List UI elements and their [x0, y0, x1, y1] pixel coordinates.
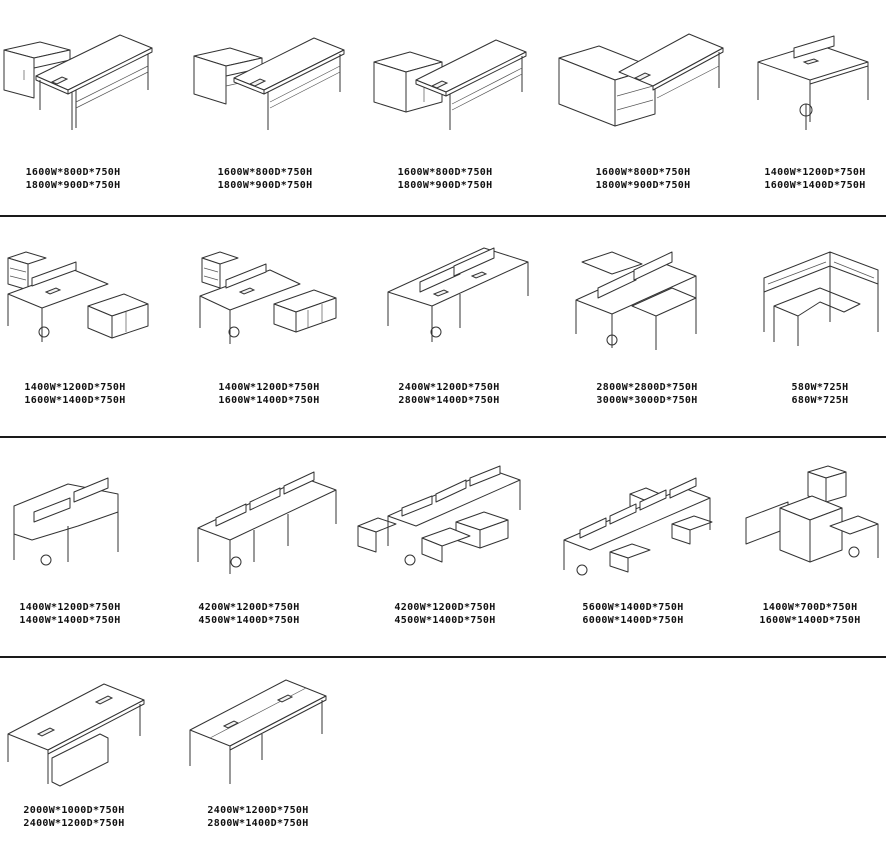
- size-primary: 4200W*1200D*750H: [394, 602, 496, 613]
- size-primary: 1400W*1200D*750H: [218, 382, 320, 393]
- size-primary: 5600W*1400D*750H: [582, 602, 684, 613]
- dimension-label: 1600W*800D*750H 1800W*900D*750H: [558, 166, 728, 192]
- dimension-label: 1600W*800D*750H 1800W*900D*750H: [360, 166, 530, 192]
- size-primary: 4200W*1200D*750H: [198, 602, 300, 613]
- dimension-label: 2800W*2800D*750H 3000W*3000D*750H: [562, 381, 732, 407]
- size-secondary: 2400W*1200D*750H: [23, 818, 125, 829]
- desk-illustration: [190, 30, 360, 135]
- size-secondary: 4500W*1400D*750H: [198, 615, 300, 626]
- dimension-label: 580W*725H 680W*725H: [735, 381, 886, 407]
- size-primary: 2400W*1200D*750H: [207, 805, 309, 816]
- size-primary: 2800W*2800D*750H: [596, 382, 698, 393]
- size-primary: 2400W*1200D*750H: [398, 382, 500, 393]
- desk-illustration: [352, 462, 522, 572]
- size-primary: 1400W*700D*750H: [762, 602, 858, 613]
- size-secondary: 1800W*900D*750H: [397, 180, 493, 191]
- dimension-label: 1600W*800D*750H 1800W*900D*750H: [180, 166, 350, 192]
- dimension-label: 1400W*700D*750H 1600W*1400D*750H: [725, 601, 886, 627]
- dimension-label: 1400W*1200D*750H 1600W*1400D*750H: [730, 166, 886, 192]
- size-primary: 2000W*1000D*750H: [23, 805, 125, 816]
- row-divider: [0, 436, 886, 438]
- size-secondary: 1600W*1400D*750H: [764, 180, 866, 191]
- size-secondary: 1600W*1400D*750H: [24, 395, 126, 406]
- size-primary: 1400W*1200D*750H: [764, 167, 866, 178]
- desk-illustration: [8, 464, 178, 574]
- dimension-label: 2400W*1200D*750H 2800W*1400D*750H: [173, 804, 343, 830]
- desk-illustration: [560, 470, 730, 580]
- size-secondary: 6000W*1400D*750H: [582, 615, 684, 626]
- size-secondary: 4500W*1400D*750H: [394, 615, 496, 626]
- dimension-label: 4200W*1200D*750H 4500W*1400D*750H: [360, 601, 530, 627]
- size-secondary: 2800W*1400D*750H: [398, 395, 500, 406]
- dimension-label: 5600W*1400D*750H 6000W*1400D*750H: [548, 601, 718, 627]
- desk-illustration: [4, 680, 174, 790]
- size-secondary: 3000W*3000D*750H: [596, 395, 698, 406]
- dimension-label: 2000W*1000D*750H 2400W*1200D*750H: [0, 804, 159, 830]
- row-divider: [0, 656, 886, 658]
- desk-illustration: [555, 30, 725, 135]
- desk-illustration: [384, 236, 554, 346]
- size-secondary: 1800W*900D*750H: [217, 180, 313, 191]
- size-primary: 1400W*1200D*750H: [19, 602, 121, 613]
- dimension-label: 1600W*800D*750H 1800W*900D*750H: [0, 166, 158, 192]
- desk-illustration: [760, 242, 886, 352]
- size-primary: 1600W*800D*750H: [25, 167, 121, 178]
- dimension-label: 4200W*1200D*750H 4500W*1400D*750H: [164, 601, 334, 627]
- dimension-label: 1400W*1200D*750H 1600W*1400D*750H: [184, 381, 354, 407]
- size-secondary: 2800W*1400D*750H: [207, 818, 309, 829]
- size-primary: 1600W*800D*750H: [217, 167, 313, 178]
- desk-illustration: [4, 246, 174, 356]
- size-secondary: 1600W*1400D*750H: [218, 395, 320, 406]
- size-secondary: 1800W*900D*750H: [595, 180, 691, 191]
- size-secondary: 680W*725H: [791, 395, 849, 406]
- desk-illustration: [752, 30, 886, 135]
- size-primary: 580W*725H: [791, 382, 849, 393]
- dimension-label: 1400W*1200D*750H 1600W*1400D*750H: [0, 381, 160, 407]
- size-primary: 1400W*1200D*750H: [24, 382, 126, 393]
- desk-illustration: [370, 30, 540, 135]
- desk-illustration: [196, 246, 366, 356]
- desk-illustration: [572, 244, 742, 354]
- desk-illustration: [742, 462, 886, 572]
- desk-illustration: [186, 676, 356, 786]
- dimension-label: 2400W*1200D*750H 2800W*1400D*750H: [364, 381, 534, 407]
- size-secondary: 1800W*900D*750H: [25, 180, 121, 191]
- size-secondary: 1400W*1400D*750H: [19, 615, 121, 626]
- row-divider: [0, 215, 886, 217]
- desk-illustration: [0, 30, 170, 135]
- size-primary: 1600W*800D*750H: [595, 167, 691, 178]
- dimension-label: 1400W*1200D*750H 1400W*1400D*750H: [0, 601, 155, 627]
- size-primary: 1600W*800D*750H: [397, 167, 493, 178]
- size-secondary: 1600W*1400D*750H: [759, 615, 861, 626]
- desk-illustration: [194, 466, 364, 576]
